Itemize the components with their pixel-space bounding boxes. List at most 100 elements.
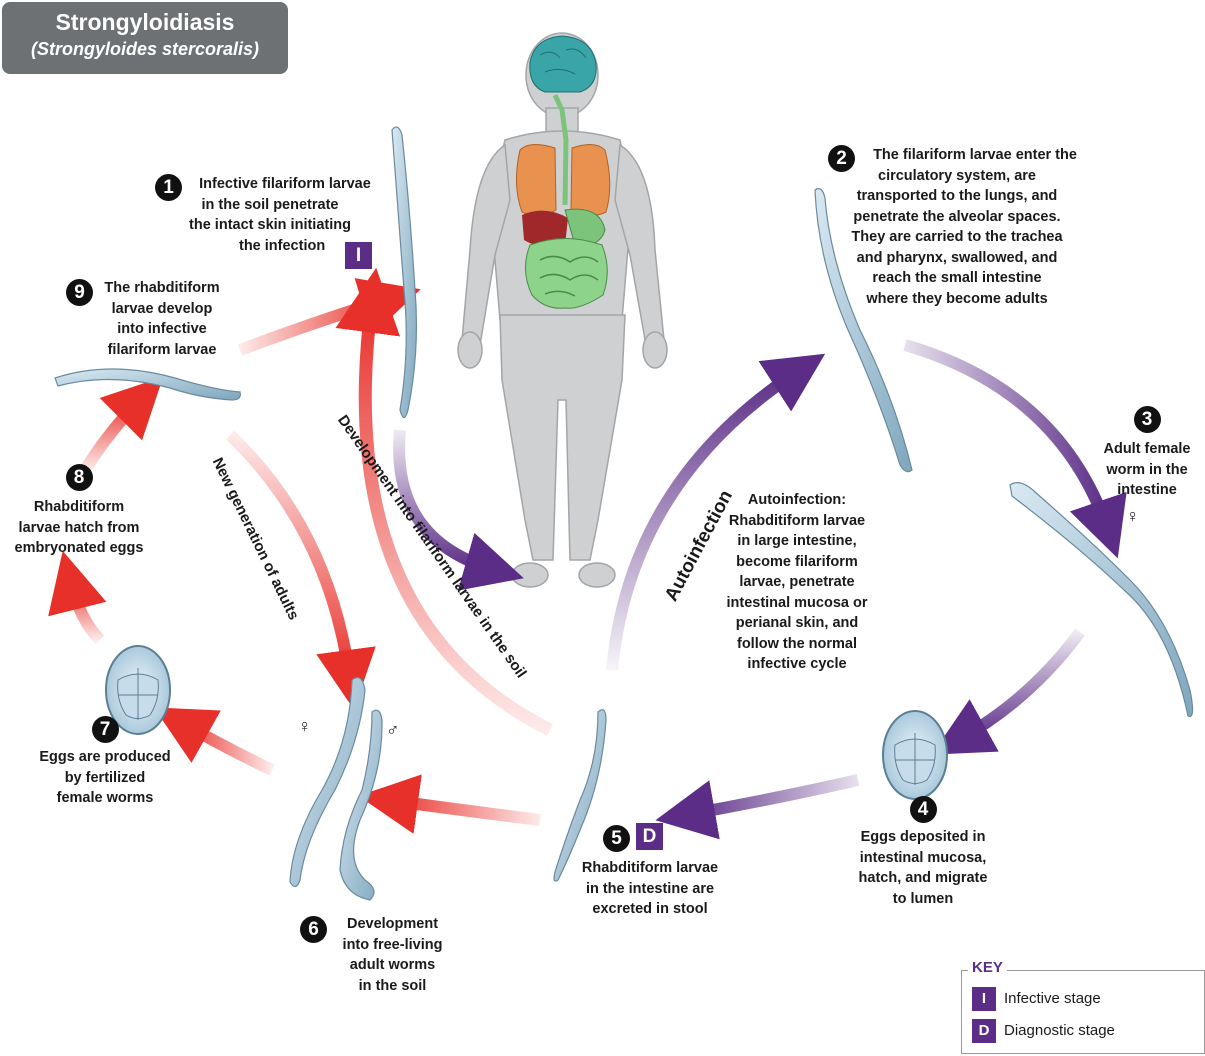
arrow-eggs-to-hatch: [48, 550, 107, 645]
step-6-line-3: adult worms: [349, 957, 436, 973]
step-7-line-3: female worms: [56, 790, 154, 806]
step-9-line-3: into infective: [117, 321, 207, 337]
step-1: 1 Infective filariform larvae in the soi…: [155, 174, 385, 256]
step-8-number: 8: [65, 464, 93, 491]
step-1-line-2: in the soil penetrate: [201, 196, 339, 213]
arrow-adults-to-eggs: [153, 707, 275, 776]
step-7-number: 7: [91, 716, 119, 743]
title-box: Strongyloidiasis (Strongyloides stercora…: [2, 2, 288, 74]
worm-free-male-6: [339, 709, 383, 901]
male-symbol-6: ♂: [386, 720, 400, 740]
worms: [54, 126, 1194, 901]
step-1-line-3: the intact skin initiating: [189, 217, 351, 233]
arrow-stool-to-adults: [358, 774, 541, 834]
autoinfection-line-2: Rhabditiform larvae: [728, 512, 866, 529]
female-symbol-3: ♀: [1126, 506, 1140, 526]
step-6-line-4: in the soil: [358, 977, 427, 994]
step-8-line-1: Rhabditiform: [33, 499, 125, 515]
arrow-lungs-to-intestine: [903, 339, 1127, 559]
step-4-line-4: to lumen: [892, 890, 954, 907]
autoinfection-line-1: Autoinfection:: [747, 492, 847, 508]
step-5: Rhabditiform larvae in the intestine are…: [565, 858, 735, 920]
worm-filariform-1: [391, 126, 418, 419]
autoinfection-line-9: infective cycle: [747, 656, 847, 672]
step-2-line-6: and pharynx, swallowed, and: [856, 249, 1058, 266]
step-4: 4 Eggs deposited in intestinal mucosa, h…: [848, 796, 998, 909]
key-row-diagnostic: D Diagnostic stage: [972, 1019, 1115, 1043]
arrow-autoinfection: [606, 353, 826, 671]
key-infective-label: Infective stage: [1004, 989, 1101, 1007]
step-2-line-5: They are carried to the trachea: [851, 229, 1063, 245]
key-infective-badge: I: [972, 987, 996, 1011]
arrow-eggs-to-stool: [655, 774, 860, 840]
step-4-line-3: hatch, and migrate: [858, 870, 988, 886]
step-9: The rhabditiform larvae develop into inf…: [97, 278, 227, 360]
step-3: 3 Adult female worm in the intestine: [1092, 406, 1202, 501]
page-subtitle: (Strongyloides stercoralis): [30, 39, 260, 59]
step-2-line-4: penetrate the alveolar spaces.: [853, 208, 1061, 225]
step-8: 8 Rhabditiform larvae hatch from embryon…: [4, 464, 154, 559]
egg-7: [105, 645, 171, 735]
step-8-line-3: embryonated eggs: [14, 540, 144, 556]
step-1-line-1: Infective filariform larvae: [199, 176, 371, 192]
female-symbol-6: ♀: [298, 716, 312, 736]
diagnostic-stage-badge: D: [636, 823, 663, 850]
step-7: 7 Eggs are produced by fertilized female…: [30, 716, 180, 809]
step-6-number: 6: [300, 916, 327, 943]
step-9-line-1: The rhabditiform: [104, 280, 220, 296]
step-2-line-3: transported to the lungs, and: [856, 188, 1058, 204]
step-5-number: 5: [603, 825, 630, 852]
arrow-new-generation: [225, 430, 376, 710]
step-3-line-3: intestine: [1117, 482, 1177, 498]
key-title: KEY: [968, 959, 1007, 976]
step-6: Development into free-living adult worms…: [330, 914, 455, 996]
step-4-line-1: Eggs deposited in: [860, 829, 986, 845]
lifecycle-arrows: [48, 267, 1127, 840]
worm-rhabditiform-9: [54, 368, 241, 401]
step-9-number: 9: [66, 279, 93, 306]
step-1-number: 1: [155, 174, 182, 201]
autoinfection-line-6: intestinal mucosa or: [726, 594, 868, 611]
autoinfection-line-3: in large intestine,: [737, 533, 857, 549]
step-7-line-2: by fertilized: [64, 769, 146, 786]
step-3-line-1: Adult female: [1103, 441, 1191, 457]
step-5-line-1: Rhabditiform larvae: [581, 860, 719, 876]
key-diagnostic-label: Diagnostic stage: [1004, 1021, 1115, 1039]
worm-filariform-2: [814, 188, 913, 473]
autoinfection-line-7: perianal skin, and: [735, 615, 859, 631]
step-5-line-2: in the intestine are: [585, 880, 715, 897]
step-6-line-2: into free-living: [342, 936, 443, 953]
worm-free-female-6: [289, 677, 366, 888]
step-5-line-3: excreted in stool: [592, 901, 708, 917]
arrow-stool-to-filariform: [335, 267, 553, 736]
step-4-number: 4: [909, 796, 937, 823]
key-diagnostic-badge: D: [972, 1019, 996, 1043]
autoinfection-description: Autoinfection: Rhabditiform larvae in la…: [712, 490, 882, 675]
eggs: [105, 645, 948, 800]
autoinfection-line-8: follow the normal: [736, 635, 858, 652]
egg-4: [882, 710, 948, 800]
step-2-line-2: circulatory system, are: [878, 167, 1036, 184]
step-2: 2 The filariform larvae enter the circul…: [822, 145, 1092, 309]
arrow-female-to-eggs: [931, 628, 1085, 755]
step-3-number: 3: [1133, 406, 1161, 433]
step-2-line-7: reach the small intestine: [872, 270, 1042, 286]
key-row-infective: I Infective stage: [972, 987, 1101, 1011]
step-2-number: 2: [828, 145, 855, 172]
step-1-line-4: the infection: [239, 237, 326, 254]
legend-key: KEY I Infective stage D Diagnostic stage: [961, 959, 1205, 1054]
step-7-line-1: Eggs are produced: [39, 749, 171, 765]
step-2-line-8: where they become adults: [866, 290, 1048, 307]
autoinfection-line-4: become filariform: [736, 553, 858, 570]
step-4-line-2: intestinal mucosa,: [859, 849, 987, 866]
infective-stage-badge: I: [345, 242, 372, 269]
step-9-line-2: larvae develop: [111, 300, 213, 317]
step-9-line-4: filariform larvae: [107, 341, 217, 358]
arrow-hatch-to-larvae: [79, 376, 164, 474]
page-title: Strongyloidiasis: [55, 9, 235, 35]
worm-rhabditiform-5: [553, 709, 607, 882]
step-6-line-1: Development: [346, 916, 439, 932]
human-body-illustration: [457, 32, 668, 588]
step-2-line-1: The filariform larvae enter the: [873, 147, 1077, 163]
